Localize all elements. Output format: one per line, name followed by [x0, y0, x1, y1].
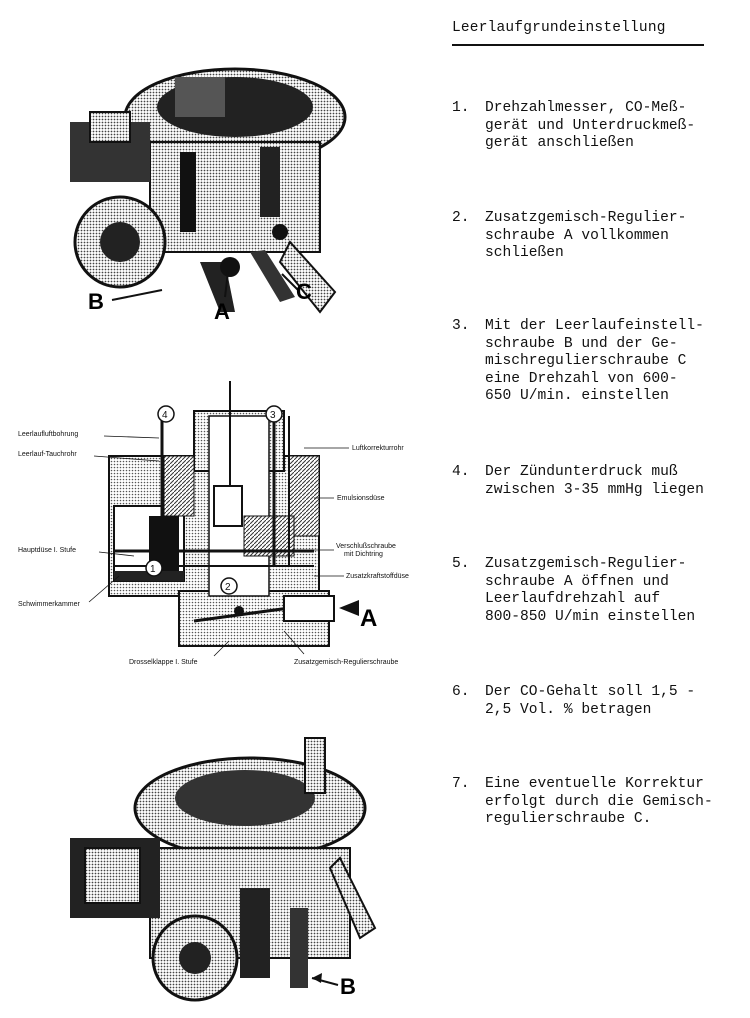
marker-1: 1 — [150, 564, 156, 575]
step-number: 4. — [452, 464, 470, 480]
label-zusatzkraftstoffduese: Zusatzkraftstoffdüse — [346, 573, 409, 580]
callout-b: B — [88, 289, 104, 314]
carburetor-photo-top: B A C — [50, 22, 380, 332]
step-number: 5. — [452, 556, 470, 572]
step-2: 2. Zusatzgemisch-Regulier- schraube A vo… — [452, 210, 748, 263]
step-4: 4. Der Zündunterdruck muß zwischen 3-35 … — [452, 464, 748, 499]
cross-section-diagram: 4 3 1 2 Leerlaufluftbohrung Leerlauf-Tau… — [18, 381, 409, 666]
label-drosselklappe: Drosselklappe I. Stufe — [129, 659, 198, 666]
step-text: Drehzahlmesser, CO-Meß- gerät und Unterd… — [485, 100, 696, 151]
label-leerlauf-tauchrohr: Leerlauf-Tauchrohr — [18, 451, 77, 458]
carburetor-cross-section: 4 3 1 2 Leerlaufluftbohrung Leerlauf-Tau… — [14, 376, 434, 676]
callout-c: C — [296, 279, 312, 304]
label-leerlaufluftbohrung: Leerlaufluftbohrung — [18, 431, 78, 438]
step-1: 1. Drehzahlmesser, CO-Meß- gerät und Unt… — [452, 100, 748, 153]
step-6: 6. Der CO-Gehalt soll 1,5 - 2,5 Vol. % b… — [452, 684, 748, 719]
marker-2: 2 — [225, 582, 231, 593]
label-schwimmerkammer: Schwimmerkammer — [18, 601, 81, 608]
label-zusatzgemisch-regulierschraube: Zusatzgemisch-Regulierschraube — [294, 659, 398, 666]
step-number: 6. — [452, 684, 470, 700]
marker-3: 3 — [270, 410, 276, 421]
step-number: 2. — [452, 210, 470, 226]
callout-b: B — [340, 974, 356, 999]
step-7: 7. Eine eventuelle Korrektur erfolgt dur… — [452, 776, 748, 829]
carburetor-photo-bottom: B — [40, 728, 380, 1013]
step-number: 1. — [452, 100, 470, 116]
step-number: 3. — [452, 318, 470, 334]
carburetor-illustration: B A C — [70, 67, 347, 324]
marker-4: 4 — [162, 410, 168, 421]
label-luftkorrekturrohr: Luftkorrekturrohr — [352, 445, 404, 452]
step-text: Mit der Leerlaufeinstell- schraube B und… — [485, 318, 704, 404]
step-text: Zusatzgemisch-Regulier- schraube A öffne… — [485, 556, 696, 625]
step-text: Eine eventuelle Korrektur erfolgt durch … — [485, 776, 713, 827]
carburetor-illustration-2: B — [70, 737, 377, 1002]
label-hauptduese: Hauptdüse I. Stufe — [18, 547, 76, 554]
step-5: 5. Zusatzgemisch-Regulier- schraube A öf… — [452, 556, 748, 626]
callout-a: A — [360, 605, 377, 632]
step-text: Der CO-Gehalt soll 1,5 - 2,5 Vol. % betr… — [485, 684, 696, 718]
step-text: Zusatzgemisch-Regulier- schraube A vollk… — [485, 210, 687, 261]
callout-a: A — [214, 299, 230, 324]
title-underline — [452, 44, 704, 46]
label-mit-dichtring: mit Dichtring — [344, 551, 383, 558]
page-title: Leerlaufgrundeinstellung — [452, 20, 666, 36]
step-text: Der Zündunterdruck muß zwischen 3-35 mmH… — [485, 464, 704, 498]
step-number: 7. — [452, 776, 470, 792]
label-emulsionsduese: Emulsionsdüse — [337, 495, 385, 502]
step-3: 3. Mit der Leerlaufeinstell- schraube B … — [452, 318, 748, 406]
label-verschlussschraube: Verschlußschraube — [336, 543, 396, 550]
